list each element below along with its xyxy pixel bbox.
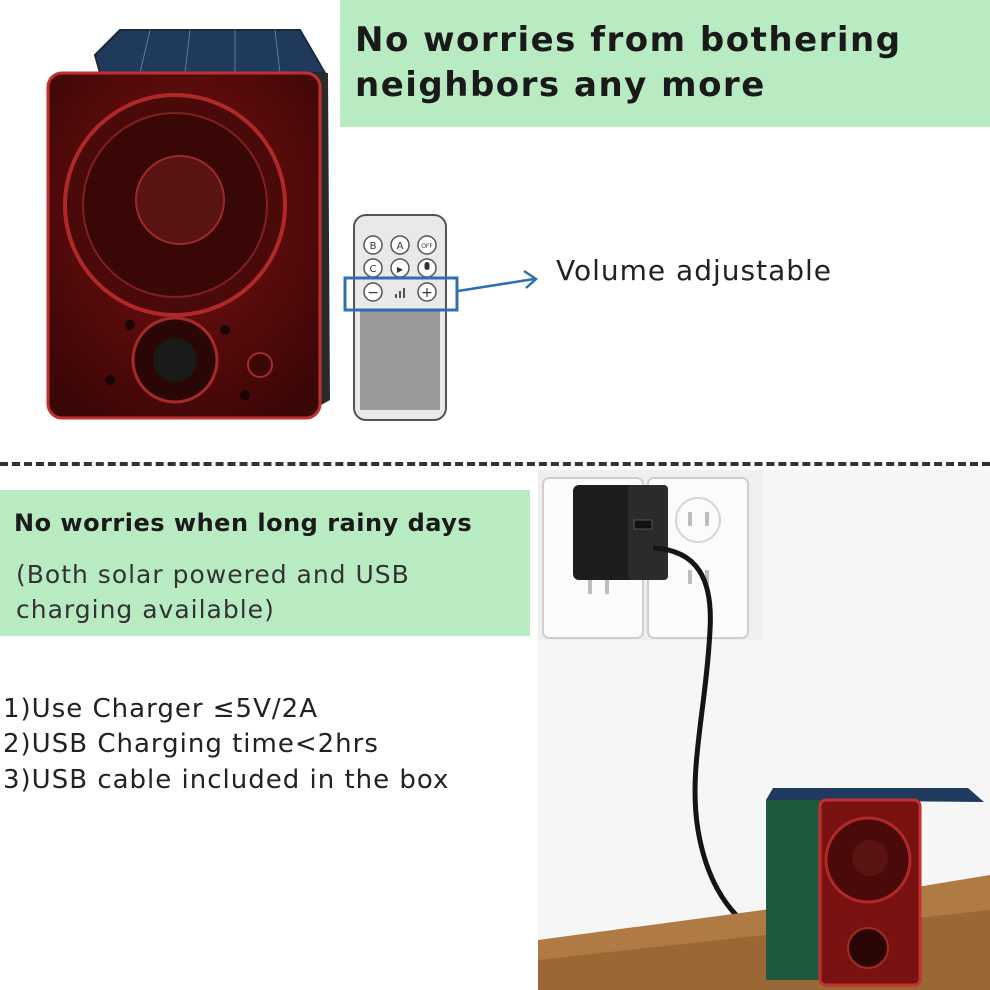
spec-item: 1)Use Charger ≤5V/2A: [3, 694, 318, 724]
spec-item: 2)USB Charging time<2hrs: [3, 729, 379, 759]
charging-subtitle-line2: charging available): [16, 595, 275, 624]
remote-button-a: [390, 235, 410, 255]
charging-title: No worries when long rainy days: [14, 509, 473, 537]
play-icon: ▶: [397, 265, 404, 274]
remote-button-off: [417, 235, 437, 255]
volume-adjustable-label: Volume adjustable: [556, 254, 832, 287]
plus-icon: +: [421, 285, 433, 301]
remote-speaker-grille: [360, 310, 440, 410]
remote-button-b: [363, 235, 383, 255]
section-divider: [0, 462, 990, 466]
remote-control-image: B A OFF C ▶ − +: [343, 214, 459, 421]
top-banner-line2: neighbors any more: [355, 65, 766, 105]
microphone-icon: [424, 262, 430, 270]
solar-panel: [93, 29, 327, 74]
remote-button-b-label: B: [370, 241, 377, 252]
remote-button-minus: [363, 282, 383, 302]
bottom-banner: [0, 490, 530, 636]
top-banner: [340, 0, 990, 127]
speaker-cone: [135, 155, 225, 245]
remote-button-a-label: A: [397, 241, 404, 252]
volume-highlight-box: [343, 276, 459, 312]
remote-button-c-label: C: [370, 264, 377, 275]
volume-bars-icon: [395, 288, 405, 298]
remote-button-off-label: OFF: [421, 243, 433, 250]
spec-item: 3)USB cable included in the box: [3, 765, 450, 795]
callout-arrow-icon: [457, 269, 539, 293]
charging-subtitle: (Both solar powered and USB charging ava…: [16, 557, 410, 627]
top-banner-line1: No worries from bothering: [355, 20, 902, 60]
charging-subtitle-line1: (Both solar powered and USB: [16, 560, 410, 589]
usb-cable: [652, 545, 779, 943]
repeller-device-image: [46, 29, 330, 420]
remote-button-plus: [417, 282, 437, 302]
device-side: [766, 800, 824, 980]
top-banner-heading: No worries from bothering neighbors any …: [355, 18, 902, 108]
minus-icon: −: [367, 285, 379, 301]
charging-scene-image: [538, 470, 990, 990]
